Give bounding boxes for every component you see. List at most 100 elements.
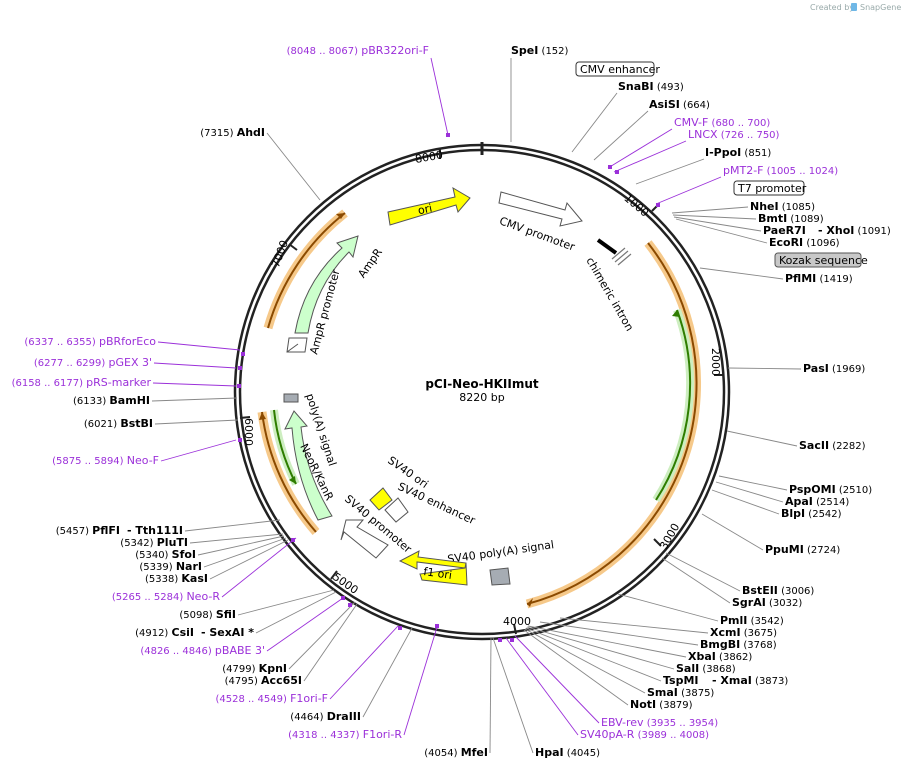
site-label: (5339) NarI (139, 560, 202, 573)
leader-line (153, 362, 237, 369)
feature-label-ampr: AmpR (355, 246, 385, 281)
leader-line (526, 626, 675, 670)
leader-line (525, 627, 662, 682)
orf-arc-neo-arrowhead (259, 412, 266, 420)
feature-label-sv40-polya-signal: SV40 poly(A) signal (447, 538, 555, 566)
leader-line (613, 140, 687, 173)
primer-label: (6337 .. 6355) pBRforEco (24, 335, 156, 348)
primer-mark (398, 626, 402, 630)
leader-line (671, 206, 749, 214)
site-label: NotI (3879) (630, 698, 693, 711)
site-label: SalI (3868) (676, 662, 736, 675)
site-label: XbaI (3862) (688, 650, 752, 663)
primer-mark (615, 170, 619, 174)
site-label: XcmI (3675) (710, 626, 777, 639)
site-label: (5457) PflFI (56, 524, 120, 537)
leader-line (288, 601, 356, 670)
leader-line (160, 439, 237, 462)
leader-line (430, 57, 449, 136)
leader-line (539, 621, 699, 646)
primer-label: (5875 .. 5894) Neo-F (52, 454, 159, 467)
site-label: - XmaI (3873) (712, 674, 788, 687)
feature-chimeric-intron-hatch (611, 247, 632, 266)
primer-label: (4826 .. 4846) pBABE 3' (140, 644, 265, 657)
site-labels: SpeI (152)SnaBI (493)AsiSI (664)CMV-F (6… (12, 44, 891, 759)
orf-arc-right-line (526, 242, 698, 605)
site-label: (4799) KpnI (222, 662, 287, 675)
leader-line (672, 214, 757, 220)
tick-7000 (288, 243, 298, 251)
leader-line (209, 539, 289, 580)
primer-mark (238, 438, 242, 442)
leader-line (489, 637, 492, 754)
site-label: BmgBI (3768) (700, 638, 777, 651)
site-label: TspMI (663, 674, 699, 687)
primer-label: SV40pA-R (3989 .. 4008) (580, 728, 709, 741)
site-label: SpeI (152) (511, 44, 569, 57)
site-label: BstEII (3006) (742, 584, 814, 597)
site-label: (7315) AhdI (200, 126, 265, 139)
tick-label-2000: 2000 (709, 348, 722, 376)
site-label: (5338) KasI (145, 572, 208, 585)
tick-6000 (239, 416, 251, 419)
primer-mark (291, 538, 295, 542)
feature-chimeric-intron-block (596, 238, 618, 255)
leader-line (699, 267, 784, 280)
feature-label-f1-ori: f1 ori (423, 565, 453, 582)
green-arc-right-line (655, 309, 692, 501)
leader-line (221, 537, 297, 598)
box-label-kozak-sequence: Kozak sequence (779, 254, 868, 267)
snapgene-logo: SnapGene (851, 3, 901, 12)
leader-line (524, 628, 646, 694)
leader-line (203, 537, 287, 568)
primer-mark (608, 165, 612, 169)
site-label: EcoRI (1096) (769, 236, 840, 249)
site-label: SacII (2282) (799, 439, 866, 452)
leader-line (492, 637, 534, 754)
leader-line (673, 216, 762, 232)
primer-label: (8048 .. 8067) pBR322ori-F (287, 44, 429, 57)
leader-line (711, 489, 780, 515)
leader-line (151, 397, 238, 402)
leader-line (403, 623, 439, 736)
primer-label: (5265 .. 5284) Neo-R (112, 590, 221, 603)
primer-label: EBV-rev (3935 .. 3954) (601, 716, 718, 729)
leader-line (661, 557, 731, 604)
leader-line (527, 625, 687, 658)
leader-line (237, 589, 335, 616)
green-arc-right-arrowhead (672, 310, 680, 317)
feature-polya-signal (283, 393, 299, 403)
primer-label: LNCX (726 .. 750) (688, 128, 780, 141)
leader-line (255, 591, 337, 634)
site-label: BlpI (2542) (781, 507, 842, 520)
tick-5000 (330, 570, 338, 580)
site-label: PasI (1969) (803, 362, 865, 375)
feature-f1-ori (398, 550, 468, 586)
leader-line (593, 110, 649, 161)
tick-label-3000: 3000 (657, 521, 682, 552)
site-label: - SexAI * (201, 626, 254, 639)
tick-label-7000: 7000 (269, 238, 291, 269)
tick-3000 (653, 538, 662, 547)
site-label: PflMI (1419) (785, 272, 853, 285)
leader-line (266, 132, 321, 201)
feature-label-sv40-enhancer: SV40 enhancer (396, 480, 478, 527)
site-label: PmlI (3542) (720, 614, 784, 627)
orf-arc-neo-line (261, 411, 317, 533)
feature-cmv-promoter (498, 191, 583, 227)
snapgene-icon (851, 3, 857, 11)
orf-arc-ampr-line (267, 212, 346, 329)
tick-4000 (513, 623, 517, 635)
feature-sv40-promoter (340, 519, 389, 559)
primer-mark (241, 352, 245, 356)
primer-label: CMV-F (680 .. 700) (674, 116, 770, 129)
site-label: PpuMI (2724) (765, 543, 840, 556)
leader-line (701, 513, 764, 551)
site-label: SnaBI (493) (618, 80, 684, 93)
leader-line (718, 475, 788, 491)
leader-line (523, 629, 629, 706)
feature-sv40-enhancer (384, 497, 409, 523)
primer-label: pMT2-F (1005 .. 1024) (723, 164, 838, 177)
site-label: SgrAI (3032) (732, 596, 802, 609)
